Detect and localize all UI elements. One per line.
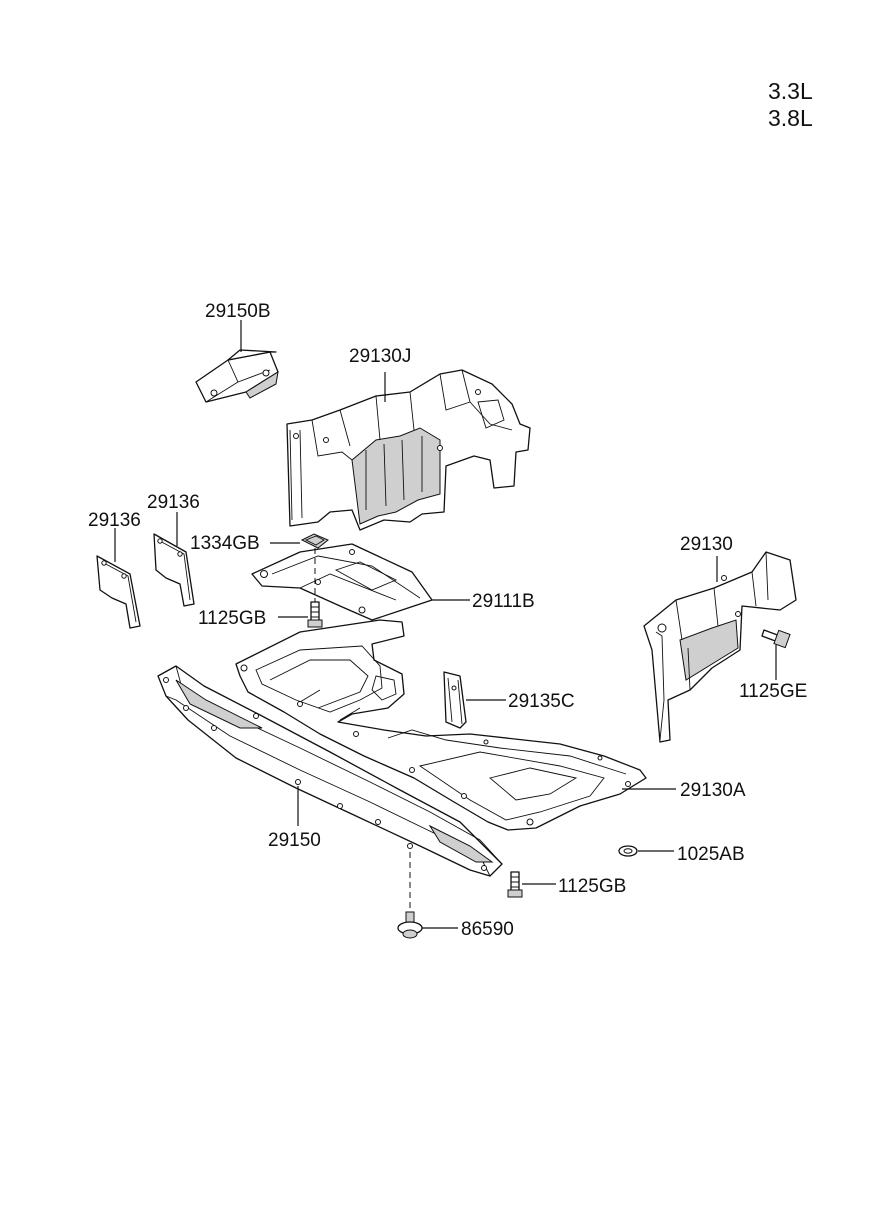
callout-29111b: 29111B <box>472 591 535 612</box>
part-1125gb-bolt-bottom[interactable] <box>507 871 523 898</box>
callout-29135c: 29135C <box>508 691 575 712</box>
part-29130-side-shield[interactable] <box>643 551 797 743</box>
part-29150b-bracket[interactable] <box>195 349 279 403</box>
callout-1125gb-bottom: 1125GB <box>558 876 626 897</box>
part-29130j-shield[interactable] <box>286 369 531 531</box>
callout-29130j: 29130J <box>349 346 411 367</box>
part-1334gb-clip-nut[interactable] <box>300 533 329 549</box>
callout-1125gb-top: 1125GB <box>198 608 266 629</box>
part-29150-rail[interactable] <box>157 665 503 877</box>
part-29136-plate-a[interactable] <box>96 555 141 629</box>
callout-29130: 29130 <box>680 534 733 555</box>
callout-29130a: 29130A <box>680 780 746 801</box>
part-29136-plate-b[interactable] <box>153 533 195 607</box>
callout-1025ab: 1025AB <box>677 844 745 865</box>
engine-variant-3-3l: 3.3L <box>768 78 813 104</box>
part-86590-fastener[interactable] <box>397 911 423 939</box>
part-29111b-plate[interactable] <box>251 543 433 621</box>
callout-1125ge: 1125GE <box>739 681 807 702</box>
callout-29136-b: 29136 <box>147 492 200 513</box>
callout-29136-a: 29136 <box>88 510 141 531</box>
engine-variant-3-8l: 3.8L <box>768 105 813 131</box>
callout-29150b: 29150B <box>205 301 271 322</box>
part-1025ab-washer[interactable] <box>618 845 638 857</box>
callout-29150: 29150 <box>268 830 321 851</box>
callout-86590: 86590 <box>461 919 514 940</box>
part-29130a-under-cover[interactable] <box>235 619 647 831</box>
callout-1334gb: 1334GB <box>190 533 260 554</box>
part-29135c-plate[interactable] <box>443 671 467 729</box>
part-1125ge-bolt[interactable] <box>761 629 791 649</box>
part-1125gb-bolt-top[interactable] <box>307 601 323 628</box>
